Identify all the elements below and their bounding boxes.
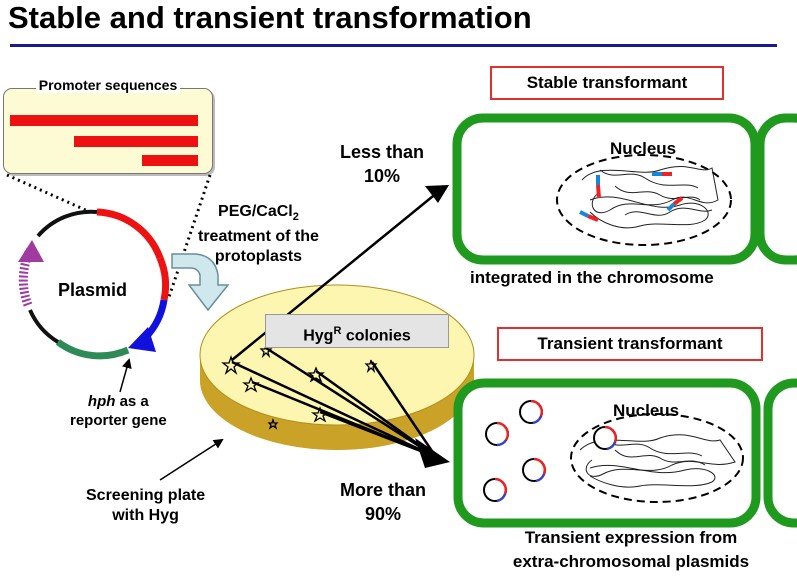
extra-chromosomal-plasmids [483,399,617,503]
stable-caption: integrated in the chromosome [470,268,714,287]
stable-pct-line-1: Less than [340,142,425,162]
curved-transfer-arrow [171,253,230,312]
treatment-label: PEG/CaCl2 treatment of the protoplasts [198,202,319,267]
plasmid-circle-nucleus [593,425,617,451]
transient-nucleus-label: Nucleus [613,401,680,420]
promoter-sequences-box: Promoter sequences [3,77,213,174]
arrow-to-transient-head [415,438,450,468]
stable-cell-main [452,113,760,265]
plate-label-arrow [159,438,224,481]
transient-cell-neighbor [763,378,797,528]
callout-dotted-left [6,173,91,214]
stable-percentage: Less than 10% [340,140,424,188]
plasmid-circle-3 [522,457,546,483]
promoter-bar-short [142,155,198,166]
plasmid-circle-1 [485,421,509,447]
stable-nucleus-outline [556,154,732,246]
callout-dotted-right [166,174,212,301]
reporter-line-2: reporter gene [70,412,167,429]
plasmid-purple-arrowhead [18,240,44,262]
stable-cell-neighbor [755,113,797,265]
transient-chromosome-tangle [579,434,736,488]
stable-integrated-inserts [579,172,684,222]
transient-caption: Transient expression from extra-chromoso… [466,526,796,574]
transient-nucleus-outline [570,413,744,503]
transient-caption-line-2: extra-chromosomal plasmids [512,552,750,571]
plasmid-circle-2 [519,399,543,425]
stable-transformant-box: Stable transformant [490,66,724,100]
promoter-bar-long [10,115,198,126]
transient-transformant-box: Transient transformant [497,327,763,361]
reporter-arrow [119,358,132,393]
plate-line-1: Screening plate [86,487,206,504]
plate-line-2: with Hyg [112,507,179,524]
transient-pct-line-2: 90% [364,504,402,524]
reporter-gene-label: hph as a reporter gene [70,392,167,430]
screening-plate-label: Screening plate with Hyg [86,486,205,526]
stable-chromosome-tangle [581,165,719,229]
hyg-colonies-label: HygR colonies [265,314,449,348]
stable-pct-line-2: 10% [364,166,401,186]
transient-pct-line-1: More than [340,480,427,500]
arrow-to-stable-head [425,185,449,203]
treatment-line-2: treatment of the [198,228,319,246]
arrows-to-transient [231,346,438,459]
treatment-line-1: PEG/CaCl2 [218,203,299,224]
plasmid-blue-arrowhead [128,327,156,352]
plasmid-ring [18,208,170,360]
reporter-line-1: hph as a [87,393,149,410]
title-underline [10,44,777,47]
plasmid-circle-4 [483,477,507,503]
promoter-bar-medium [74,136,198,147]
transient-cell-main [453,378,761,528]
stable-nucleus-label: Nucleus [610,139,677,158]
transient-caption-line-1: Transient expression from [524,528,738,547]
page-title: Stable and transient transformation [8,0,532,35]
plasmid-label: Plasmid [58,280,128,300]
promoter-title: Promoter sequences [4,77,212,93]
treatment-line-3: protoplasts [214,248,303,266]
transient-percentage: More than 90% [340,478,426,526]
